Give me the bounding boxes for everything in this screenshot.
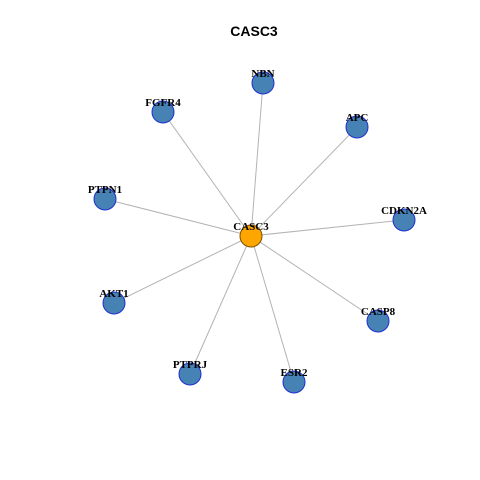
node-ptprj: PTPRJ	[173, 359, 208, 386]
node-label: PTPN1	[88, 184, 122, 196]
node-label: AKT1	[99, 288, 128, 300]
node-nbn: NBN	[251, 68, 275, 95]
node-label: CASP8	[361, 306, 396, 318]
node-label: FGFR4	[145, 97, 181, 109]
edges	[104, 82, 405, 383]
node-esr2: ESR2	[281, 367, 308, 394]
node-akt1: AKT1	[99, 288, 129, 315]
node-circle	[93, 187, 117, 211]
node-circle	[282, 370, 306, 394]
node-circle	[102, 291, 126, 315]
node-cdkn2a: CDKN2A	[381, 205, 427, 232]
node-circle	[251, 71, 275, 95]
edge-casc3-apc	[250, 126, 358, 237]
node-casp8: CASP8	[361, 306, 396, 333]
node-ptpn1: PTPN1	[88, 184, 122, 211]
node-label: CDKN2A	[381, 205, 427, 217]
graph-title: CASC3	[230, 23, 278, 39]
node-fgfr4: FGFR4	[145, 97, 181, 124]
node-circle	[345, 115, 369, 139]
node-label: CASC3	[233, 221, 269, 233]
node-label: ESR2	[281, 367, 308, 379]
edge-casc3-esr2	[250, 235, 295, 383]
edge-casc3-casp8	[250, 235, 379, 322]
node-circle	[239, 224, 263, 248]
node-label: APC	[346, 112, 369, 124]
node-apc: APC	[345, 112, 369, 139]
node-circle	[151, 100, 175, 124]
edge-casc3-nbn	[250, 82, 264, 237]
edge-casc3-cdkn2a	[250, 219, 405, 237]
node-circle	[366, 309, 390, 333]
node-label: NBN	[251, 68, 274, 80]
node-center-casc3: CASC3	[233, 221, 269, 248]
node-label: PTPRJ	[173, 359, 208, 371]
node-circle	[178, 362, 202, 386]
edge-casc3-fgfr4	[162, 111, 252, 237]
edge-casc3-ptprj	[189, 235, 252, 375]
edge-casc3-ptpn1	[104, 198, 252, 237]
node-circle	[392, 208, 416, 232]
edge-casc3-akt1	[113, 235, 252, 304]
